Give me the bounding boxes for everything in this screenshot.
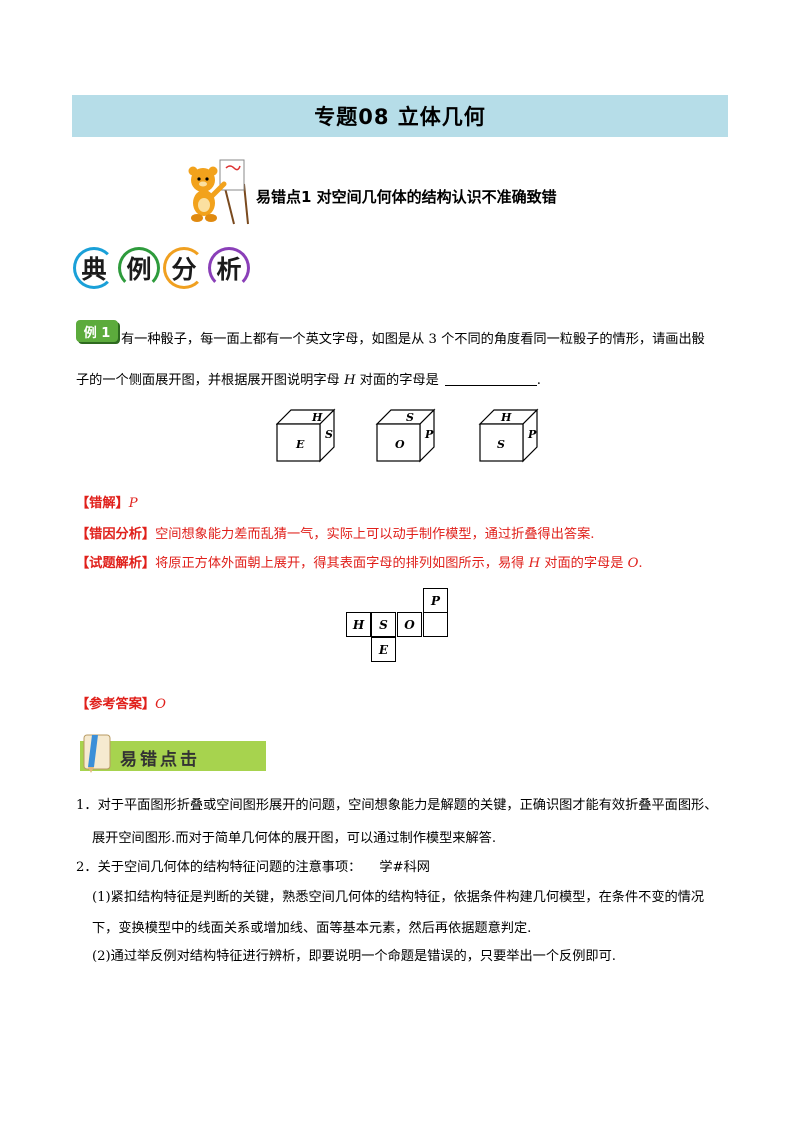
wrong-answer: 【错解】P [76, 493, 138, 515]
cube-face-front: E [295, 438, 305, 451]
cube-face-side: P [527, 428, 537, 441]
cube-face-front: S [497, 438, 505, 451]
question-period: . [536, 373, 541, 388]
reference-answer-label: 【参考答案】 [76, 697, 156, 712]
tip-banner: 易错点击 [80, 734, 266, 773]
tip-2-text: 2．关于空间几何体的结构特征问题的注意事项： [76, 860, 362, 875]
net-cell [423, 612, 448, 637]
tip-2-point-1-line-2: 下，变换模型中的线面关系或增加线、面等基本元素，然后再依据题意判定. [92, 921, 532, 936]
tip-2-point-2: (2)通过举反例对结构特征进行辨析，即要说明一个命题是错误的，只要举出一个反例即… [92, 949, 616, 964]
banner-ring [73, 247, 115, 289]
banner-char: 例 [126, 255, 152, 284]
solution-text: 对面的字母是 [540, 556, 628, 571]
banner-char: 析 [216, 255, 242, 284]
bear-mascot-icon [188, 159, 249, 225]
net-cell: S [371, 612, 396, 637]
title-bar: 专题08 立体几何 [72, 95, 728, 137]
tip-1-line-1: 1．对于平面图形折叠或空间图形展开的问题，空间想象能力是解题的关键，正确识图才能… [76, 798, 718, 813]
reference-answer: 【参考答案】O [76, 694, 166, 716]
answer-blank [444, 371, 537, 386]
solution-label: 【试题解析】 [76, 556, 156, 571]
net-cell: P [423, 588, 448, 613]
cube-face-front: O [395, 438, 405, 451]
error-analysis-text: 空间想象能力差而乱猜一气，实际上可以动手制作模型，通过折叠得出答案. [155, 527, 595, 542]
cube-face-top: H [311, 411, 323, 424]
error-analysis: 【错因分析】空间想象能力差而乱猜一气，实际上可以动手制作模型，通过折叠得出答案. [76, 524, 595, 546]
dice-figure: H E S S O P H S P [276, 408, 539, 463]
tip-2-point-1-line-1: (1)紧扣结构特征是判断的关键，熟悉空间几何体的结构特征，依据条件构建几何模型，… [92, 890, 705, 905]
watermark-text: 学#科网 [379, 860, 430, 875]
net-cell: H [346, 612, 371, 637]
question-line-1: 有一种骰子，每一面上都有一个英文字母，如图是从 3 个不同的角度看同一粒骰子的情… [121, 332, 705, 347]
solution-var: H [528, 556, 541, 571]
question-text: 对面的字母是 [355, 373, 439, 388]
wrong-answer-value: P [128, 496, 138, 511]
solution: 【试题解析】将原正方体外面朝上展开，得其表面字母的排列如图所示，易得 H 对面的… [76, 553, 643, 575]
error-analysis-label: 【错因分析】 [76, 527, 156, 542]
cube-face-top: H [500, 411, 512, 424]
cube-face-top: S [406, 411, 414, 424]
solution-answer: O [627, 556, 639, 571]
question-text: 子的一个侧面展开图，并根据展开图说明字母 [76, 373, 344, 388]
banner-ring [208, 247, 250, 289]
cube-3: H S P [478, 408, 539, 463]
pencil-icon [83, 734, 111, 773]
banner-char: 典 [81, 255, 107, 284]
banner-ring [163, 247, 205, 289]
tip-1-line-2: 展开空间图形.而对于简单几何体的展开图，可以通过制作模型来解答. [92, 831, 497, 846]
cube-2: S O P [375, 408, 436, 463]
question-line-2: 子的一个侧面展开图，并根据展开图说明字母 H 对面的字母是. [76, 370, 541, 392]
cube-1: H E S [276, 408, 336, 463]
banner-char: 分 [171, 255, 197, 284]
cube-face-side: P [424, 428, 434, 441]
page-title: 专题08 立体几何 [314, 105, 486, 129]
net-cell: O [397, 612, 422, 637]
solution-period: . [638, 556, 643, 571]
cube-face-side: S [325, 428, 333, 441]
example-badge: 例 1 [76, 320, 118, 342]
variable-h: H [343, 373, 356, 388]
solution-text: 将原正方体外面朝上展开，得其表面字母的排列如图所示，易得 [155, 556, 529, 571]
wrong-answer-label: 【错解】 [76, 496, 129, 511]
net-cell: E [371, 637, 396, 662]
banner-ring [118, 247, 160, 289]
section-heading: 易错点1 对空间几何体的结构认识不准确致错 [256, 188, 557, 206]
tip-banner-label: 易错点击 [120, 750, 200, 770]
tip-2-line-1: 2．关于空间几何体的结构特征问题的注意事项： 学#科网 [76, 857, 430, 879]
reference-answer-value: O [155, 697, 166, 712]
